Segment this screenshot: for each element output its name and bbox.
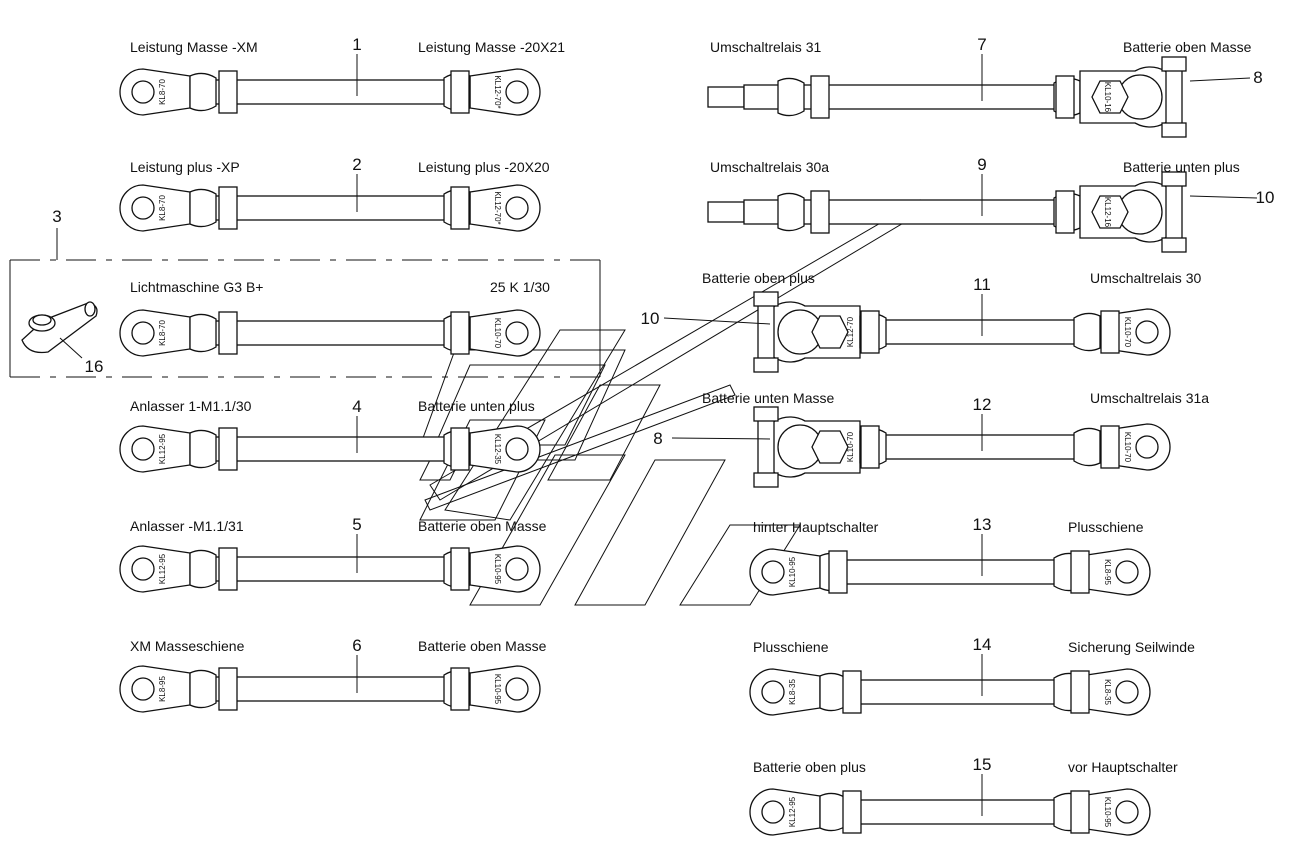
item-number: 12 [973,395,992,414]
cable-9: KL12-16 Umschaltrelais 30a Batterie unten … [707,155,1275,253]
watermark-stroke [469,454,626,606]
left-label: Lichtmaschine G3 B+ [130,279,263,295]
lug-label-right: KL8-35 [1103,679,1112,705]
callouts: 3 16 [21,207,104,376]
right-label: Batterie oben Masse [418,638,547,654]
right-label: Leistung Masse -20X21 [418,39,565,55]
item-number: 9 [977,155,986,174]
lug-label-left: KL10-95 [788,556,797,587]
right-label: Batterie oben Masse [418,518,547,534]
left-label: Batterie oben plus [753,759,866,775]
right-label: Sicherung Seilwinde [1068,639,1195,655]
clamp-label: KL12-70 [846,316,855,347]
right-label: Umschaltrelais 31a [1090,390,1209,406]
right-label: Batterie oben Masse [1123,39,1252,55]
left-label: Batterie unten Masse [702,390,835,406]
cable-11: KL12-70 KL10-70 Batterie oben plus Umschalt… [641,270,1201,373]
item-number: 4 [352,397,361,416]
lug-label-right: KL12-70* [493,191,502,224]
lug-label-left: KL12-95 [158,433,167,464]
cable-2: KL8-70 KL12-70* Leistung plus -XP Leistung … [119,155,550,232]
lug-label-right: KL10-70 [1123,317,1132,348]
cable-4: KL12-95 KL12-35 Anlasser 1-M1.1/30 Batterie… [119,397,541,473]
right-label: Umschaltrelais 30 [1090,270,1201,286]
cable-14: KL8-35 KL8-35 Plusschiene Sicherung Seilwin… [749,635,1195,716]
lug-label-right: KL12-35 [493,434,502,465]
lug-label-left: KL8-70 [158,79,167,105]
cable-3: KL8-70 KL10-70 Lichtmaschine G3 B+ 25 K 1/3… [119,279,550,357]
item-number: 14 [973,635,992,654]
right-label: Batterie unten plus [1123,159,1240,175]
callout-number: 8 [653,429,662,448]
right-label: Leistung plus -20X20 [418,159,550,175]
lug-label-right: KL10-95 [493,674,502,705]
watermark-stroke [424,384,736,511]
lug-label-left: KL8-95 [158,676,167,702]
left-label: XM Masseschiene [130,638,245,654]
item-number: 1 [352,35,361,54]
lug-label-right: KL10-70 [493,318,502,349]
item-number: 6 [352,636,361,655]
callout-number: 10 [1256,188,1275,207]
right-label: Plusschiene [1068,519,1144,535]
watermark-stroke [679,524,801,606]
lug-label-left: KL12-95 [158,553,167,584]
watermark-stroke [574,459,726,606]
left-label: Umschaltrelais 30a [710,159,829,175]
clamp-label: KL12-16 [1103,197,1112,228]
left-label: Umschaltrelais 31 [710,39,821,55]
item-number: 13 [973,515,992,534]
item-number: 5 [352,515,361,534]
lug-label-left: KL8-70 [158,195,167,221]
right-label: Batterie unten plus [418,398,535,414]
lug-label-left: KL8-70 [158,320,167,346]
watermark-stroke [434,364,606,446]
cable-15: KL12-95 KL10-95 Batterie oben plus vor Haup… [749,755,1178,836]
watermark-stroke [414,349,626,461]
left-label: Leistung plus -XP [130,159,240,175]
left-label: hinter Hauptschalter [753,519,879,535]
callout-number: 10 [641,309,660,328]
cable-12: KL10-70 KL10-70 Batterie unten Masse Umscha… [653,390,1209,488]
lug-label-right: KL8-95 [1103,559,1112,585]
watermark-stroke [444,329,626,521]
item-number: 11 [973,275,991,294]
right-label: vor Hauptschalter [1068,759,1178,775]
cable-7: KL10-16 Umschaltrelais 31 Batterie oben Ma… [707,35,1263,138]
lug-label-right: KL12-70* [493,75,502,108]
cable-13: KL10-95 KL8-95 hinter Hauptschalter Plussch… [749,515,1151,596]
watermark-stroke [547,384,661,481]
item-number: 15 [973,755,992,774]
dashed-box-item-3 [9,259,601,378]
right-label: 25 K 1/30 [490,279,550,295]
cable-6: KL8-95 KL10-95 XM Masseschiene Batterie obe… [119,636,547,713]
item-number: 2 [352,155,361,174]
lug-label-left: KL8-35 [788,679,797,705]
item-number: 7 [977,35,986,54]
clamp-label: KL10-70 [846,431,855,462]
left-label: Plusschiene [753,639,829,655]
detail-callout-number: 16 [85,357,104,376]
left-label: Anlasser -M1.1/31 [130,518,244,534]
cable-5: KL12-95 KL10-95 Anlasser -M1.1/31 Batterie … [119,515,547,593]
detail-part-16 [21,301,98,359]
clamp-label: KL10-16 [1103,82,1112,113]
box-callout-number: 3 [52,207,61,226]
lug-label-left: KL12-95 [788,796,797,827]
lug-label-right: KL10-70 [1123,432,1132,463]
callout-number: 8 [1253,68,1262,87]
cable-1: KL8-70 KL12-70* Leistung Masse -XM Leistung… [119,35,565,116]
lug-label-right: KL10-95 [1103,797,1112,828]
lug-label-right: KL10-95 [493,554,502,585]
left-label: Leistung Masse -XM [130,39,258,55]
left-label: Batterie oben plus [702,270,815,286]
left-label: Anlasser 1-M1.1/30 [130,398,252,414]
